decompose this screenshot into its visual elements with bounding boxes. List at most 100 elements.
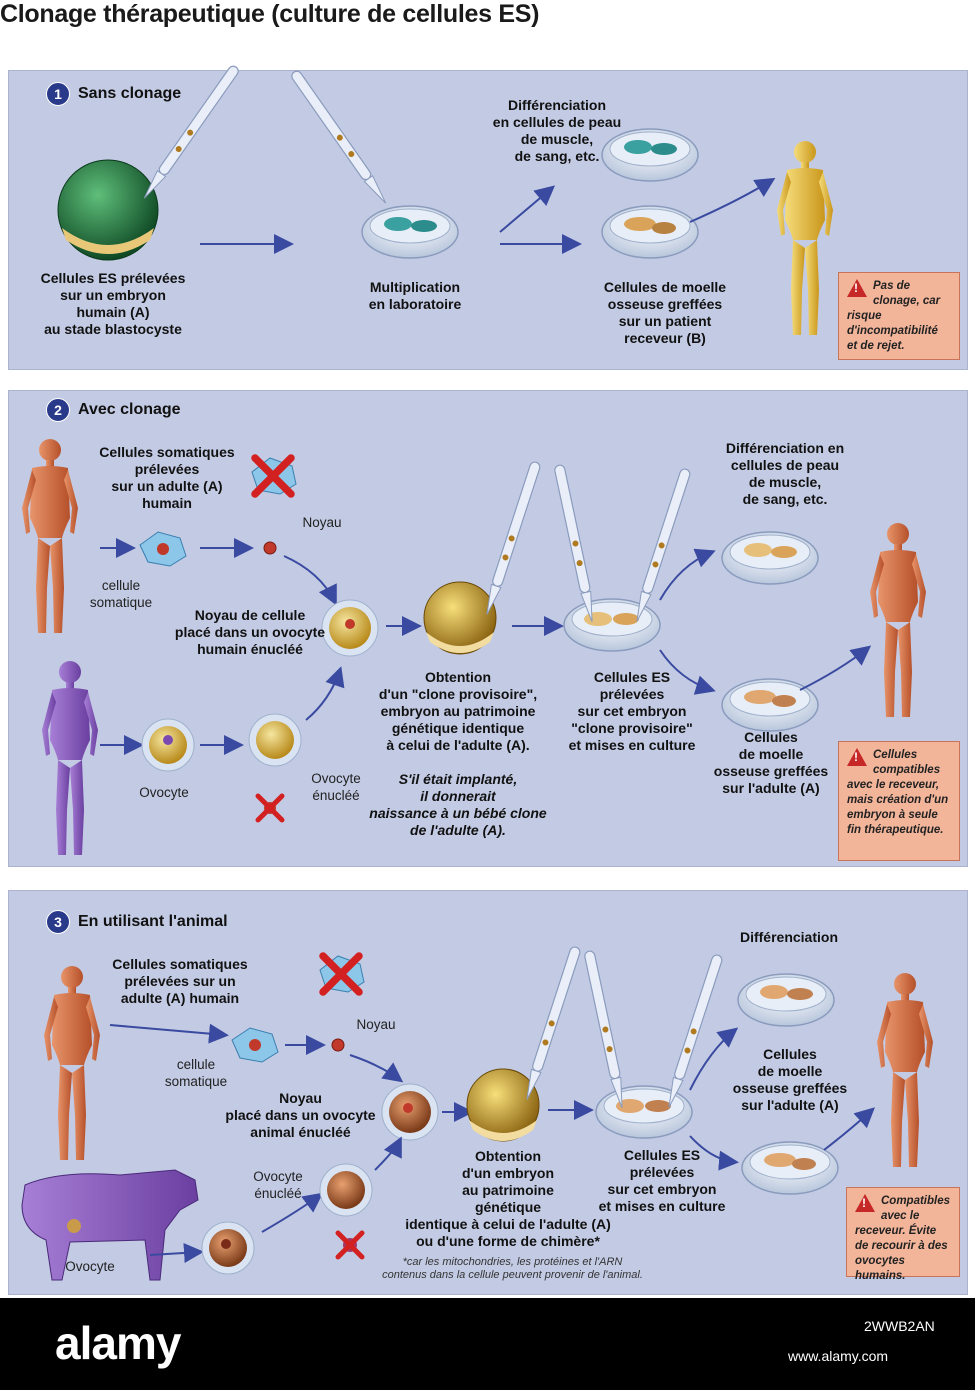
somatic-cell-3 bbox=[231, 1027, 279, 1063]
warning-note-2: Cellules compatibles avec le receveur, m… bbox=[838, 741, 960, 861]
human-figure-adult bbox=[22, 439, 78, 633]
panel2-heading-text: Avec clonage bbox=[78, 401, 181, 418]
warning-note-1-text: Pas de clonage, car risque d'incompatibi… bbox=[847, 280, 941, 352]
label-cellules-somatiques: Cellules somatiques prélevées sur un adu… bbox=[99, 444, 235, 511]
site-url: www.alamy.com bbox=[788, 1348, 889, 1364]
warning-icon bbox=[847, 748, 867, 766]
label-moelle-adulte-3: Cellules de moelle osseuse greffées sur … bbox=[732, 1046, 848, 1113]
arrow bbox=[659, 548, 716, 601]
petri-dish-moelle-3 bbox=[741, 1141, 839, 1195]
warning-icon bbox=[855, 1194, 875, 1212]
arrow bbox=[283, 555, 337, 606]
blastocyst-clone bbox=[423, 581, 497, 655]
pipette bbox=[289, 68, 391, 207]
label-noyau: Noyau bbox=[302, 515, 342, 530]
label-obtention-implant: S'il était implanté, il donnerait naissa… bbox=[369, 771, 547, 838]
label-moelle-adulte: Cellules de moelle osseuse greffées sur … bbox=[713, 729, 829, 796]
panel3-heading-text: En utilisant l'animal bbox=[78, 913, 228, 930]
panel2-heading: 2 Avec clonage bbox=[46, 398, 181, 422]
pipette bbox=[481, 460, 542, 617]
pipette bbox=[553, 463, 598, 624]
label-cellule-somatique: cellule somatique bbox=[89, 578, 153, 610]
label-cellule-somatique-3: cellule somatique bbox=[164, 1057, 228, 1089]
label-ovocyte-enuclee-3: Ovocyte énucléé bbox=[253, 1169, 303, 1201]
label-differenciation: Différenciation en cellules de peau de m… bbox=[492, 97, 622, 164]
panel1-heading: 1 Sans clonage bbox=[46, 82, 181, 106]
pipette bbox=[631, 467, 692, 624]
warning-note-3-text: Compatibles avec le receveur. Évite de r… bbox=[855, 1195, 951, 1282]
arrow bbox=[799, 645, 872, 691]
pipette bbox=[583, 949, 628, 1110]
arrow bbox=[349, 1054, 404, 1083]
step-number-1: 1 bbox=[46, 82, 70, 106]
arrow bbox=[305, 666, 345, 721]
illustrations-overlay bbox=[21, 63, 933, 1281]
arrow bbox=[689, 1027, 739, 1091]
panel3-heading: 3 En utilisant l'animal bbox=[46, 910, 228, 934]
blastocyst-green bbox=[57, 159, 159, 261]
petri-dish-moelle bbox=[601, 205, 699, 259]
step-number-3: 3 bbox=[46, 910, 70, 934]
pipette bbox=[521, 945, 582, 1102]
human-figure-adult-recipient-3 bbox=[877, 973, 933, 1167]
page-title: Clonage thérapeutique (culture de cellul… bbox=[0, 0, 540, 28]
warning-note-2-text: Cellules compatibles avec le receveur, m… bbox=[847, 749, 949, 836]
nucleus-removed-crossed bbox=[258, 796, 282, 820]
nucleus-removed-crossed-3 bbox=[338, 1233, 362, 1257]
label-cellules-es: Cellules ES prélevées sur cet embryon "c… bbox=[568, 669, 696, 753]
blastocyst-chimere bbox=[466, 1068, 540, 1142]
arrow bbox=[823, 1107, 875, 1151]
label-moelle-receveur: Cellules de moelle osseuse greffées sur … bbox=[603, 279, 727, 346]
footer-bar bbox=[0, 1298, 975, 1390]
petri-dish-es-3 bbox=[595, 1085, 693, 1139]
arrow bbox=[149, 1242, 204, 1263]
human-figure-gold bbox=[777, 141, 833, 335]
petri-dish-differenciation-2 bbox=[721, 531, 819, 585]
petri-dish-es bbox=[563, 598, 661, 652]
nucleus bbox=[263, 541, 277, 555]
label-noyau-place: Noyau de cellule placé dans un ovocyte h… bbox=[174, 607, 326, 657]
somatic-cell-crossed bbox=[252, 458, 297, 494]
label-cellules-es-3: Cellules ES prélevées sur cet embryon et… bbox=[598, 1147, 726, 1214]
label-ovocyte-enuclee: Ovocyte énucléé bbox=[311, 771, 361, 803]
arrow bbox=[689, 1135, 739, 1171]
arrow bbox=[261, 1192, 324, 1233]
footnote-mitochondries: *car les mitochondries, les protéines et… bbox=[382, 1256, 643, 1281]
label-differenciation-2: Différenciation en cellules de peau de m… bbox=[725, 440, 845, 507]
label-noyau-3: Noyau bbox=[356, 1017, 396, 1032]
oocyte-enucleated bbox=[248, 713, 302, 767]
panel1-heading-text: Sans clonage bbox=[78, 85, 182, 102]
egg-with-nucleus bbox=[321, 599, 379, 657]
brand-logo: alamy bbox=[55, 1317, 181, 1369]
label-ovocyte: Ovocyte bbox=[139, 785, 189, 800]
ovocyte-in-cow bbox=[67, 1219, 81, 1233]
pipette bbox=[663, 953, 724, 1110]
warning-icon bbox=[847, 279, 867, 297]
label-obtention-clone: Obtention d'un "clone provisoire", embry… bbox=[378, 669, 538, 753]
petri-dish-differenciation-3 bbox=[737, 973, 835, 1027]
human-figure-female bbox=[42, 661, 98, 855]
image-id: 2WWB2AN bbox=[864, 1318, 935, 1334]
label-cellules-somatiques-3: Cellules somatiques prélevées sur un adu… bbox=[112, 956, 248, 1006]
warning-note-3: Compatibles avec le receveur. Évite de r… bbox=[846, 1187, 960, 1282]
human-figure-adult-recipient bbox=[870, 523, 926, 717]
arrow bbox=[659, 649, 716, 695]
label-noyau-place-3: Noyau placé dans un ovocyte animal énucl… bbox=[225, 1090, 376, 1140]
arrow bbox=[374, 1136, 402, 1171]
oocyte-3 bbox=[201, 1221, 255, 1275]
somatic-cell-crossed-3 bbox=[320, 956, 365, 992]
label-multiplication: Multiplication en laboratoire bbox=[368, 279, 462, 312]
egg-with-nucleus-3 bbox=[381, 1083, 439, 1141]
step-number-2: 2 bbox=[46, 398, 70, 422]
oocyte bbox=[141, 718, 195, 772]
petri-dish-moelle-2 bbox=[721, 678, 819, 732]
label-ovocyte-3: Ovocyte bbox=[65, 1259, 115, 1274]
label-differenciation-3: Différenciation bbox=[739, 929, 838, 945]
arrow bbox=[689, 177, 776, 223]
human-figure-adult-3 bbox=[44, 966, 100, 1160]
label-es-embryon: Cellules ES prélevées sur un embryon hum… bbox=[40, 270, 186, 337]
oocyte-enucleated-3 bbox=[319, 1163, 373, 1217]
somatic-cell bbox=[139, 531, 187, 567]
arrow bbox=[499, 185, 556, 233]
label-obtention-chimere: Obtention d'un embryon au patrimoine gén… bbox=[405, 1148, 611, 1249]
